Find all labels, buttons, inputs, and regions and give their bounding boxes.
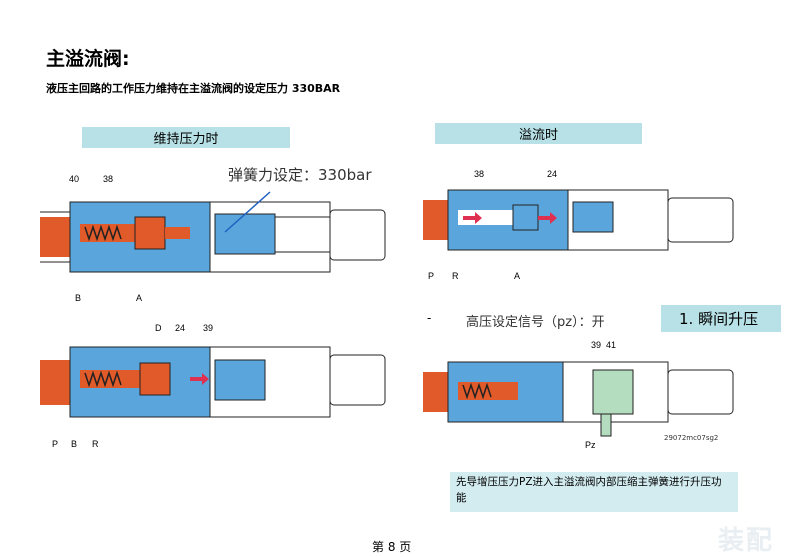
callout-p: P (52, 439, 59, 449)
boost-note: 先导增压压力PZ进入主溢流阀内部压缩主弹簧进行升压功能 (450, 472, 738, 512)
relief-label: 溢流时 (435, 123, 642, 144)
callout-41: 41 (606, 340, 617, 350)
reference-code: 29072mc07sg2 (664, 434, 719, 442)
callout-p-relief: P (428, 271, 435, 281)
callout-a-relief: A (514, 271, 521, 281)
dash-marker: - (427, 311, 432, 325)
callout-pz: Pz (585, 440, 596, 450)
callout-38: 38 (103, 174, 114, 184)
callout-39-boost: 39 (591, 340, 602, 350)
instant-boost-label: 1. 瞬间升压 (661, 305, 781, 332)
valve-diagram-hold (40, 191, 386, 273)
callout-r-relief: R (452, 271, 459, 281)
hold-pressure-label: 维持压力时 (82, 127, 290, 148)
callout-r: R (92, 439, 99, 449)
callout-b: B (75, 293, 82, 303)
callout-39: 39 (203, 323, 214, 333)
callout-b-2: B (71, 439, 78, 449)
callout-d: D (155, 323, 162, 333)
callout-a: A (136, 293, 143, 303)
callout-40: 40 (69, 174, 80, 184)
callout-38-relief: 38 (474, 169, 485, 179)
valve-diagram-boost (423, 361, 734, 437)
spring-setting-label: 弹簧力设定：330bar (226, 164, 374, 185)
watermark: 装配 (718, 526, 775, 556)
page-title: 主溢流阀: (46, 48, 130, 70)
page-subtitle: 液压主回路的工作压力维持在主溢流阀的设定压力 330BAR (46, 82, 341, 95)
page-number: 第 8 页 (372, 540, 412, 554)
callout-24-relief: 24 (547, 169, 558, 179)
callout-24: 24 (175, 323, 186, 333)
pz-signal-label: 高压设定信号（pz）：开 (466, 315, 605, 330)
valve-diagram-relief (423, 189, 734, 251)
valve-diagram-hold-2 (40, 346, 386, 418)
